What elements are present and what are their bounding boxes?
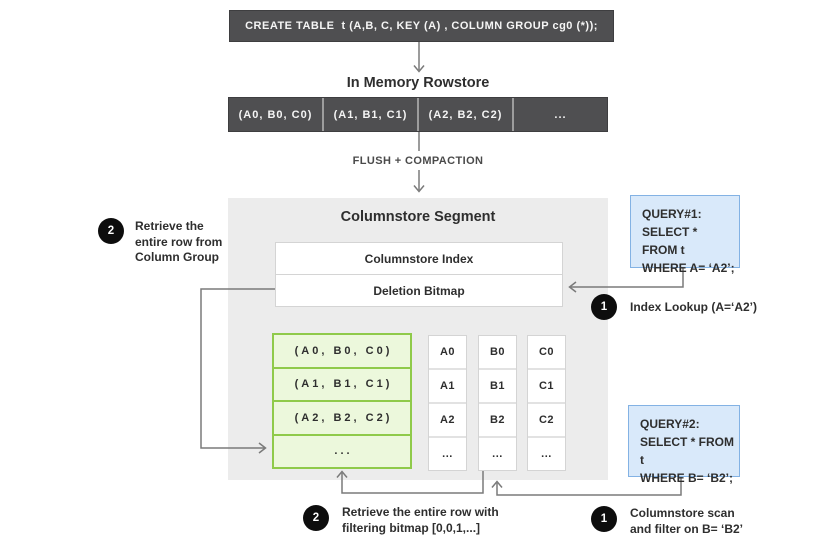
note-line: and filter on B= ‘B2’ [630, 521, 744, 536]
query1-line: QUERY#1: [642, 207, 702, 221]
step-2-badge-left: 2 [98, 218, 124, 244]
column-a-cell: A1 [429, 368, 466, 402]
column-b-cell: B0 [489, 346, 506, 358]
column-c: C0 C1 C2 ... [527, 335, 566, 471]
step-1-badge-right: 1 [591, 294, 617, 320]
query2-line: SELECT * FROM t [640, 435, 735, 467]
query2-line: WHERE B= ‘B2’; [640, 471, 734, 485]
column-group-row: (A2, B2, C2) [274, 400, 410, 434]
rowstore-cell-ellipsis: ... [512, 98, 607, 131]
column-group-row: (A1, B1, C1) [274, 366, 410, 401]
note-line: Retrieve the [135, 219, 204, 233]
column-group-cg0: (A0, B0, C0) (A1, B1, C1) (A2, B2, C2) .… [272, 333, 412, 469]
column-c-cell: C1 [528, 368, 565, 402]
step-2-badge-bottom: 2 [303, 505, 329, 531]
query1-line: SELECT * FROM t [642, 225, 698, 257]
arrow-flush-to-segment [413, 170, 425, 193]
create-table-sql: CREATE TABLE t (A,B, C, KEY (A) , COLUMN… [245, 20, 598, 32]
column-b-cell: B2 [479, 402, 516, 436]
note-line: Retrieve the entire row with [342, 505, 499, 519]
note-line: Columnstore scan [630, 506, 735, 520]
column-b: B0 B1 B2 ... [478, 335, 517, 471]
note-retrieve-filtering-bitmap: Retrieve the entire row with filtering b… [342, 505, 499, 536]
note-retrieve-column-group: Retrieve the entire row from Column Grou… [135, 219, 222, 266]
deletion-bitmap-bar: Deletion Bitmap [276, 274, 562, 306]
column-b-cell: B1 [479, 368, 516, 402]
segment-title: Columnstore Segment [340, 209, 496, 225]
query2-line: QUERY#2: [640, 417, 700, 431]
note-columnstore-scan: Columnstore scan and filter on B= ‘B2’ [630, 506, 743, 537]
column-group-row-ellipsis: ... [274, 433, 410, 468]
query1-box: QUERY#1: SELECT * FROM t WHERE A= ‘A2’; [630, 195, 740, 275]
column-a-cell: A0 [439, 346, 456, 358]
rowstore-title: In Memory Rowstore [346, 75, 490, 91]
note-line: entire row from [135, 234, 223, 249]
rowstore-cell: (A1, B1, C1) [322, 98, 417, 131]
step-1-badge-bottom: 1 [591, 506, 617, 532]
column-c-cell: C2 [528, 402, 565, 436]
query2-box: QUERY#2: SELECT * FROM t WHERE B= ‘B2’; [628, 405, 740, 485]
flush-compaction-label: FLUSH + COMPACTION [352, 155, 484, 167]
note-line: Column Group [135, 250, 219, 264]
column-c-cell-ellipsis: ... [528, 436, 565, 470]
column-a: A0 A1 A2 ... [428, 335, 467, 471]
columnstore-index-bar: Columnstore Index [364, 251, 474, 266]
create-table-statement: CREATE TABLE t (A,B, C, KEY (A) , COLUMN… [229, 10, 614, 42]
query1-line: WHERE A= ‘A2’; [642, 261, 735, 275]
column-a-cell-ellipsis: ... [429, 436, 466, 470]
column-c-cell: C0 [538, 346, 555, 358]
note-line: filtering bitmap [0,0,1,...] [342, 520, 481, 535]
column-b-cell-ellipsis: ... [479, 436, 516, 470]
column-a-cell: A2 [429, 402, 466, 436]
rowstore-cell: (A2, B2, C2) [417, 98, 512, 131]
rowstore-bar: (A0, B0, C0) (A1, B1, C1) (A2, B2, C2) .… [228, 97, 608, 132]
rowstore-cell: (A0, B0, C0) [238, 108, 313, 121]
note-index-lookup: Index Lookup (A=‘A2’) [630, 300, 758, 314]
arrow-create-to-rowstore [413, 40, 425, 73]
index-bitmap-stack: Columnstore Index Deletion Bitmap [275, 242, 563, 307]
column-group-row: (A0, B0, C0) [294, 344, 393, 357]
